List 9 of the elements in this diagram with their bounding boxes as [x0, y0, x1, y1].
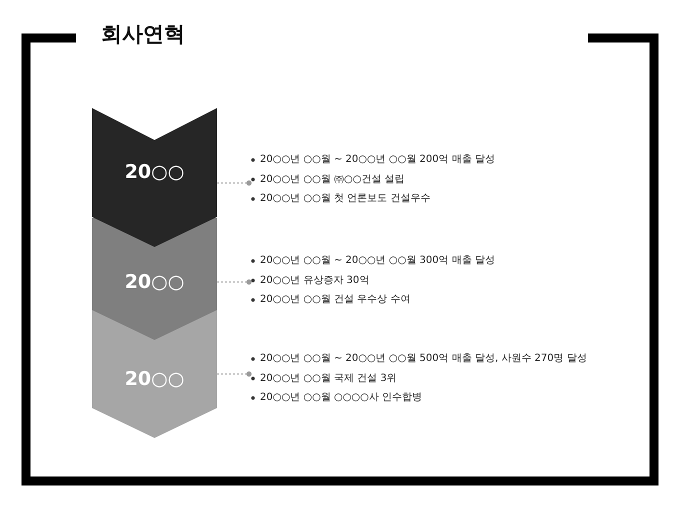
leader-line [216, 371, 252, 377]
year-label: 20○○ [124, 271, 184, 293]
chevron-block [92, 310, 217, 438]
chevron-block [92, 108, 217, 247]
year-label: 20○○ [124, 368, 184, 390]
title: 회사연혁 [101, 21, 185, 48]
leader-line [216, 279, 252, 285]
year-label: 20○○ [124, 160, 184, 182]
leader-line [216, 180, 252, 186]
